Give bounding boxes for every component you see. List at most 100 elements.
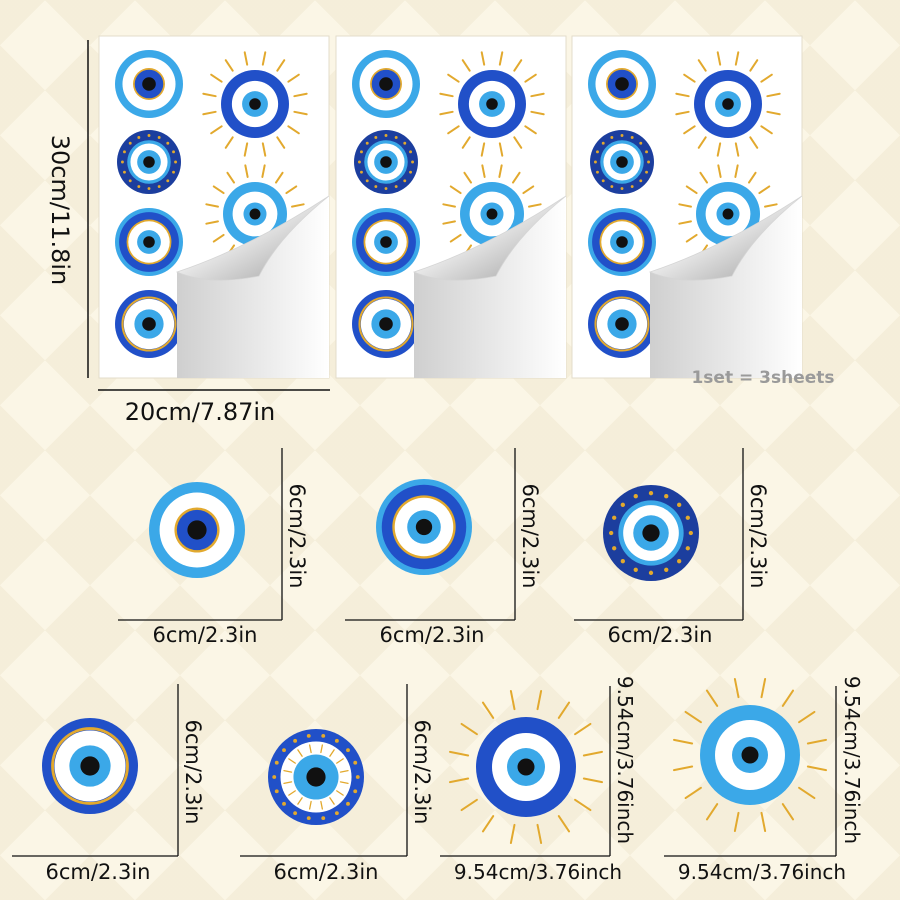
sun-ray (697, 59, 707, 72)
pupil (486, 208, 498, 220)
pupil (722, 98, 734, 110)
sun-ray (288, 758, 296, 764)
sun-ray (678, 220, 692, 225)
pupil (187, 520, 207, 540)
sheet-designs (352, 50, 545, 358)
sun-ray (705, 689, 719, 707)
pupil (143, 236, 155, 248)
sun-ray (205, 203, 219, 208)
sun-ray (781, 689, 795, 707)
sun-ray (480, 142, 486, 157)
gold-dot (645, 150, 648, 154)
gold-dot (282, 801, 286, 806)
gold-dot (384, 187, 388, 190)
sun-ray (288, 790, 296, 796)
sun-ray (574, 798, 592, 812)
gold-dot (677, 502, 682, 507)
pupil (142, 77, 156, 91)
sticker-sheet (335, 35, 567, 379)
sun-ray (224, 136, 234, 149)
sun-ray (212, 185, 225, 195)
sun-ray (798, 786, 816, 800)
sticker-height-label: 6cm/2.3in (410, 720, 434, 825)
sheet-designs (588, 50, 781, 358)
sun-ray (672, 765, 694, 772)
sun-ray (460, 798, 478, 812)
eye-gold-ring (588, 208, 656, 276)
page-curl (412, 195, 567, 281)
sun-ray (685, 185, 698, 195)
sticker-width-label: 9.54cm/3.76inch (454, 860, 622, 884)
gold-dot (610, 136, 614, 139)
pupil (517, 758, 535, 776)
gold-line (121, 296, 177, 352)
sun-ray (699, 171, 709, 184)
pupil (722, 208, 734, 220)
sun-ray (285, 185, 298, 195)
gold-dot (358, 160, 361, 164)
gold-dot (374, 136, 378, 139)
sun-ray (293, 92, 308, 98)
sun-ray (291, 203, 305, 208)
sun-ray (461, 136, 471, 149)
peeled-backing (650, 196, 802, 378)
gold-dot (282, 748, 286, 753)
sun-ray (339, 769, 349, 773)
gold-dot (157, 136, 161, 139)
gold-dot (374, 185, 378, 188)
gold-dot (409, 170, 412, 174)
pupil (80, 756, 100, 776)
gold-dot (157, 185, 161, 188)
sun-ray (582, 777, 604, 784)
gold-dot (272, 775, 277, 779)
gold-dot (147, 134, 151, 137)
gold-dot (609, 530, 614, 536)
gold-dot (596, 170, 599, 174)
sun-ray (509, 823, 516, 845)
gold-dot (409, 150, 412, 154)
sun-ray (716, 142, 722, 157)
sun-ray (582, 750, 604, 757)
gold-dot (647, 160, 650, 164)
sun-ray (509, 689, 516, 711)
sticker-height-label: 6cm/2.3in (746, 484, 770, 589)
eye-sun-dark (448, 689, 604, 845)
gold-dot (612, 515, 617, 520)
gold-dot (645, 170, 648, 174)
eye-gold-lined (42, 718, 138, 814)
gold-dot (677, 559, 682, 564)
sun-ray (442, 203, 456, 208)
gold-dot (601, 141, 605, 145)
sun-ray (261, 142, 267, 157)
sun-ray (329, 749, 335, 757)
gold-dot (648, 570, 654, 576)
sticker-width-label: 6cm/2.3in (46, 860, 151, 884)
gold-dot (664, 494, 669, 499)
sun-ray (513, 59, 523, 72)
sun-ray (749, 59, 759, 72)
sun-ray (705, 803, 719, 821)
gold-dot (648, 491, 654, 496)
gold-dot (166, 179, 170, 183)
sun-ray (297, 797, 303, 805)
sun-ray (287, 73, 300, 83)
sun-ray (447, 73, 460, 83)
pupil (642, 524, 660, 542)
sticker-height-label: 9.54cm/3.76inch (613, 676, 637, 844)
sun-ray (524, 125, 537, 135)
gold-dot (174, 160, 177, 164)
eye-sun-dark (439, 51, 545, 157)
sun-ray (261, 164, 266, 178)
sun-ray (498, 142, 504, 157)
eye-sun-dark (202, 51, 308, 157)
sun-ray (336, 758, 344, 764)
sticker-height-label: 6cm/2.3in (181, 720, 205, 825)
sun-ray (760, 125, 773, 135)
sticker-sheet (571, 35, 803, 379)
sun-ray (276, 136, 286, 149)
sticker-sun-dark-eye: 9.54cm/3.76inch 9.54cm/3.76inch (440, 676, 637, 884)
gold-dot (137, 136, 141, 139)
gold-dot (274, 789, 279, 794)
